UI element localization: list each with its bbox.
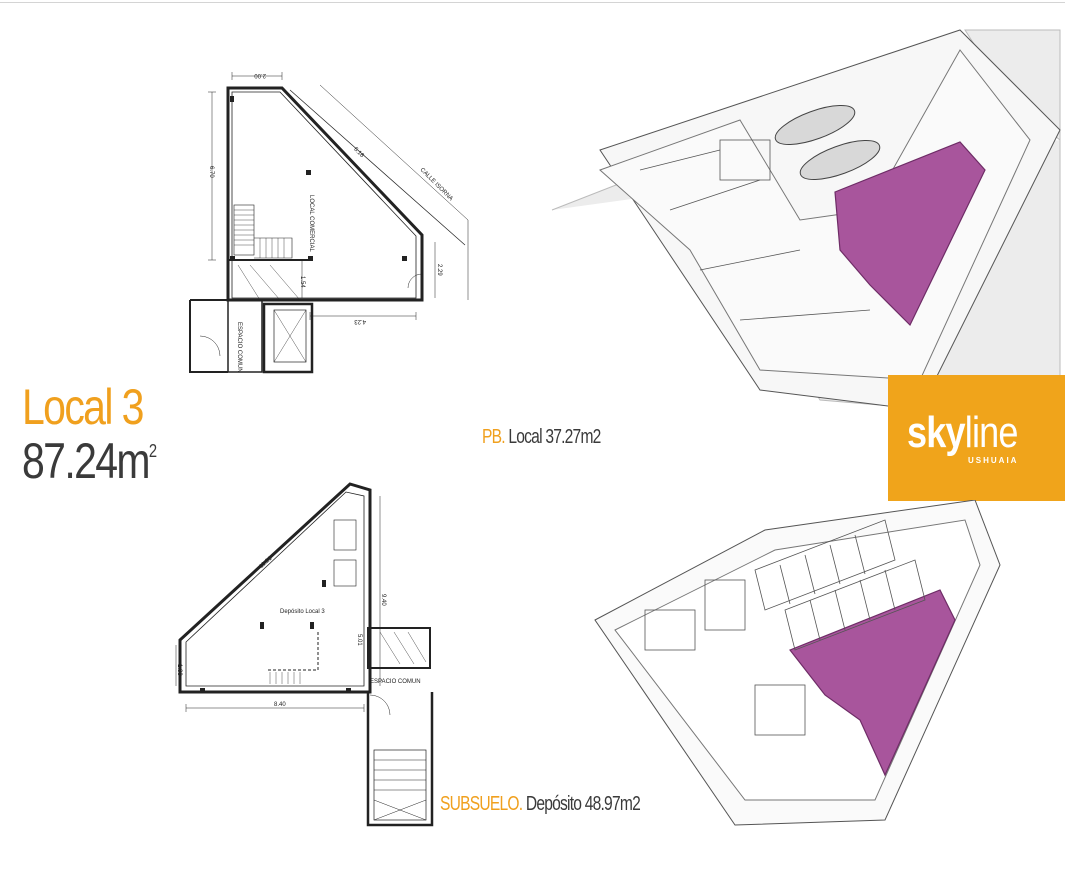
skyline-logo: skyline USHUAIA [888, 375, 1065, 501]
gf-common: ESPACIO COMUN [236, 322, 242, 373]
gf-room: LOCAL COMERCIAL [308, 195, 314, 252]
gf-dim-left: 6.70 [208, 166, 214, 178]
gf-level: PB. [482, 426, 506, 448]
logo-wordmark: skyline [907, 411, 1018, 455]
ground-floor-caption: PB. Local 37.27m2 [482, 427, 601, 447]
unit-area-value: 87.24m [22, 433, 151, 489]
basement-plan: 11.21 9.40 Depósito Local 3 5.01 1.88 8.… [175, 482, 434, 827]
top-divider [0, 2, 1065, 3]
bs-dim-bottom: 8.40 [274, 702, 286, 708]
bs-dim-mid: 5.01 [356, 634, 362, 646]
unit-name: Local 3 [22, 379, 144, 435]
bs-common: ESPACIO COMUN [370, 679, 421, 685]
bs-level: SUBSUELO. [440, 793, 523, 815]
basement-caption: SUBSUELO. Depósito 48.97m2 [440, 793, 641, 815]
gf-dim-diag: 6.18 [352, 147, 365, 160]
bs-label: Depósito 48.97m2 [522, 793, 641, 815]
gf-street: CALLE ISORNA [419, 167, 454, 202]
gf-dim-right: 2.29 [436, 264, 442, 276]
bs-room: Depósito Local 3 [280, 609, 325, 615]
gf-label: Local 37.27m2 [504, 426, 601, 448]
ground-floor-plan: 2.00 6.70 6.18 CALLE ISORNA LOCAL COMERC… [189, 72, 469, 374]
gf-dim-top: 2.00 [254, 72, 266, 78]
unit-area: 87.24m2 [22, 436, 157, 486]
unit-title: Local 3 87.24m2 [22, 382, 157, 486]
gf-dim-bottom: 4.23 [354, 318, 366, 324]
logo-sky: sky [907, 408, 966, 457]
logo-line: line [964, 408, 1019, 457]
basement-axonometric [594, 500, 1001, 826]
unit-area-sup: 2 [148, 441, 158, 461]
gf-dim-small: 1.54 [299, 276, 305, 288]
ground-floor-axonometric [551, 29, 1061, 421]
bs-dim-left: 1.88 [176, 664, 182, 676]
bs-dim-right: 9.40 [380, 594, 386, 606]
logo-ushuaia: USHUAIA [968, 456, 1019, 465]
